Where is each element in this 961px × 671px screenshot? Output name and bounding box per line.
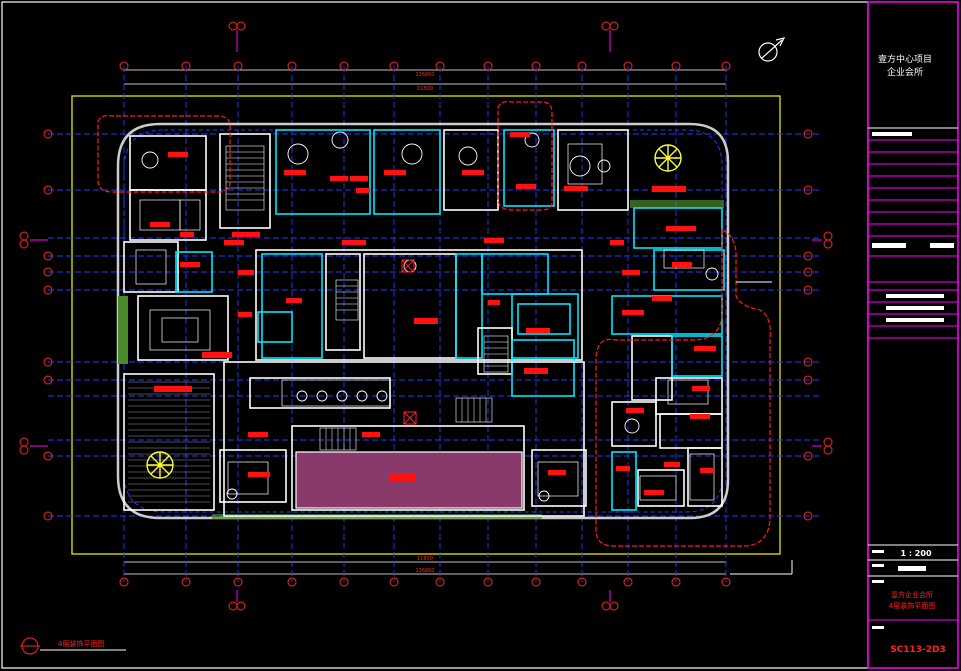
sheet-title-line1: 壹方企业会所 xyxy=(891,590,933,599)
tb-note-bar-2 xyxy=(886,306,944,310)
bottom-sub-dimension: 11800 xyxy=(417,556,433,562)
grid-bubbles-top xyxy=(119,61,731,71)
top-dimension-lines xyxy=(124,69,726,85)
grid-bubbles-bottom xyxy=(119,577,731,587)
grid-bubbles-right xyxy=(803,129,813,521)
caption-text: 4层装饰平面图 xyxy=(58,639,104,648)
section-markers xyxy=(19,21,833,611)
tree-symbols xyxy=(146,144,682,479)
tb-note-bar-3 xyxy=(886,318,944,322)
drawing-number: SC113-2D3 xyxy=(890,645,946,655)
grid-bubbles-left xyxy=(43,129,53,521)
tb-signature-stamp xyxy=(872,243,906,248)
furniture-blocks xyxy=(135,143,715,501)
north-arrow-icon xyxy=(758,37,786,62)
furniture-circles xyxy=(141,131,719,502)
drawing-caption: 4层装饰平面图 xyxy=(20,637,126,655)
site-boundary xyxy=(71,95,781,555)
project-name-line1: 壹方中心项目 xyxy=(878,53,932,65)
top-sub-dimension: 11800 xyxy=(417,86,433,92)
tb-white-bar-1 xyxy=(872,132,912,136)
floor-plan-walls xyxy=(123,129,725,517)
sheet-title-line2: 4层装饰平面图 xyxy=(889,601,935,610)
tb-note-bar-1 xyxy=(886,294,944,298)
x-markers xyxy=(401,259,417,425)
bottom-dimension-lines xyxy=(124,561,726,575)
drawing-frame xyxy=(1,1,869,669)
revision-clouds xyxy=(97,101,771,547)
project-name-line2: 企业会所 xyxy=(887,66,923,78)
building-outline xyxy=(116,122,730,520)
bottom-overall-dimension: 136800 xyxy=(415,568,434,574)
deck-hatching xyxy=(128,381,210,503)
stair-treads xyxy=(226,151,508,450)
top-overall-dimension: 136800 xyxy=(415,72,434,78)
room-label-tags xyxy=(150,132,716,495)
drawing-scale: 1 : 200 xyxy=(900,549,931,558)
title-block: 壹方中心项目 企业会所 1 : 200 壹方企业会所 4层装饰平面图 xyxy=(867,1,959,669)
